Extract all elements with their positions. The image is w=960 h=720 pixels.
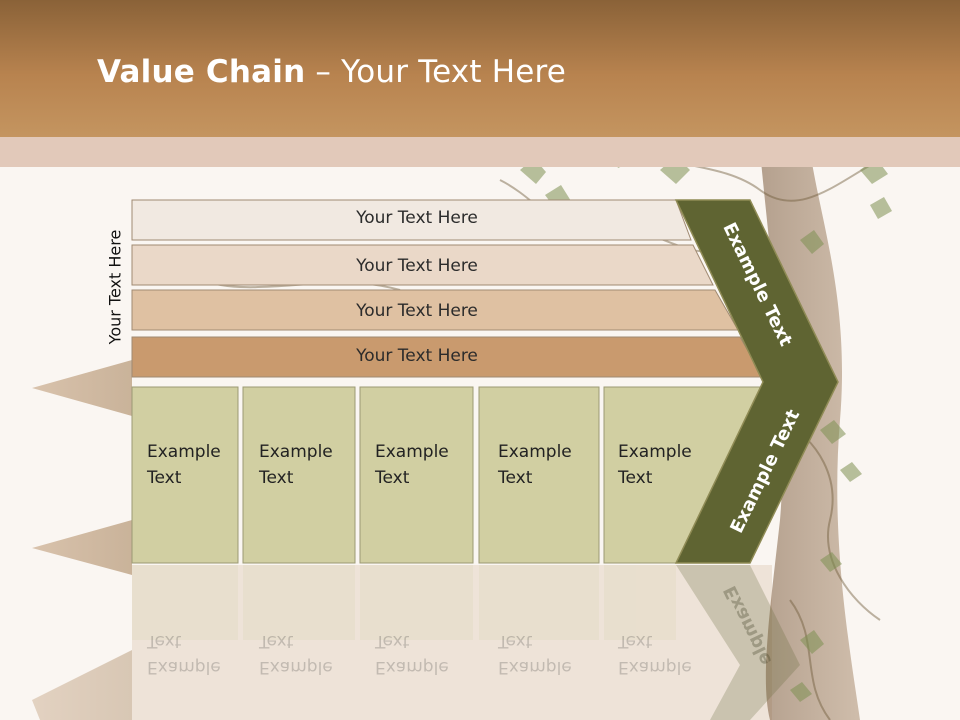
box-2-line2: Text: [259, 468, 294, 488]
header-band: [0, 0, 960, 137]
activity-box-2: [242, 386, 356, 564]
title-bold: Value Chain: [97, 54, 306, 90]
wood-plank-decoration: [32, 650, 132, 720]
box-4-line1: Example: [498, 442, 572, 462]
title-rest: – Your Text Here: [305, 54, 567, 90]
box-4-reflection-line1: Example: [498, 657, 572, 677]
wood-plank-decoration: [32, 520, 132, 575]
box-1-line1: Example: [147, 442, 221, 462]
bar-3-label: Your Text Here: [356, 301, 478, 321]
box-5-line1: Example: [618, 442, 692, 462]
box-5-line2: Text: [618, 468, 653, 488]
side-label: Your Text Here: [105, 229, 125, 345]
box-1-reflection-line1: Example: [147, 657, 221, 677]
box-3-reflection-line1: Example: [375, 657, 449, 677]
box-5-reflection-line1: Example: [618, 657, 692, 677]
activity-box-4: [478, 386, 600, 564]
box-2-line1: Example: [259, 442, 333, 462]
box-1-reflection-line2: Text: [147, 631, 182, 651]
slide-title: Value Chain – Your Text Here: [97, 54, 566, 90]
bar-1-label: Your Text Here: [356, 208, 478, 228]
box-3-line2: Text: [375, 468, 410, 488]
wood-plank-decoration: [32, 360, 132, 416]
primary-bar-1: [131, 199, 692, 241]
box-4-reflection-line2: Text: [498, 631, 533, 651]
box-2-reflection: Example Text: [259, 628, 359, 680]
box-5-reflection-line2: Text: [618, 631, 653, 651]
bar-2-label: Your Text Here: [356, 256, 478, 276]
box-5-reflection: Example Text: [618, 628, 718, 680]
activity-box-1: [131, 386, 239, 564]
box-4-reflection: Example Text: [498, 628, 598, 680]
activity-box-3: [359, 386, 474, 564]
box-3-reflection-line2: Text: [375, 631, 410, 651]
box-1-line2: Text: [147, 468, 182, 488]
box-2-reflection-line2: Text: [259, 631, 294, 651]
header-strip: [0, 137, 960, 167]
margin-chevron-reflection: [676, 565, 800, 720]
bar-4-label: Your Text Here: [356, 346, 478, 366]
primary-bar-2: [131, 244, 714, 286]
box-1-reflection: Example Text: [147, 628, 247, 680]
box-4-line2: Text: [498, 468, 533, 488]
box-2-reflection-line1: Example: [259, 657, 333, 677]
box-3-line1: Example: [375, 442, 449, 462]
margin-chevron: [674, 199, 839, 564]
box-3-reflection: Example Text: [375, 628, 475, 680]
